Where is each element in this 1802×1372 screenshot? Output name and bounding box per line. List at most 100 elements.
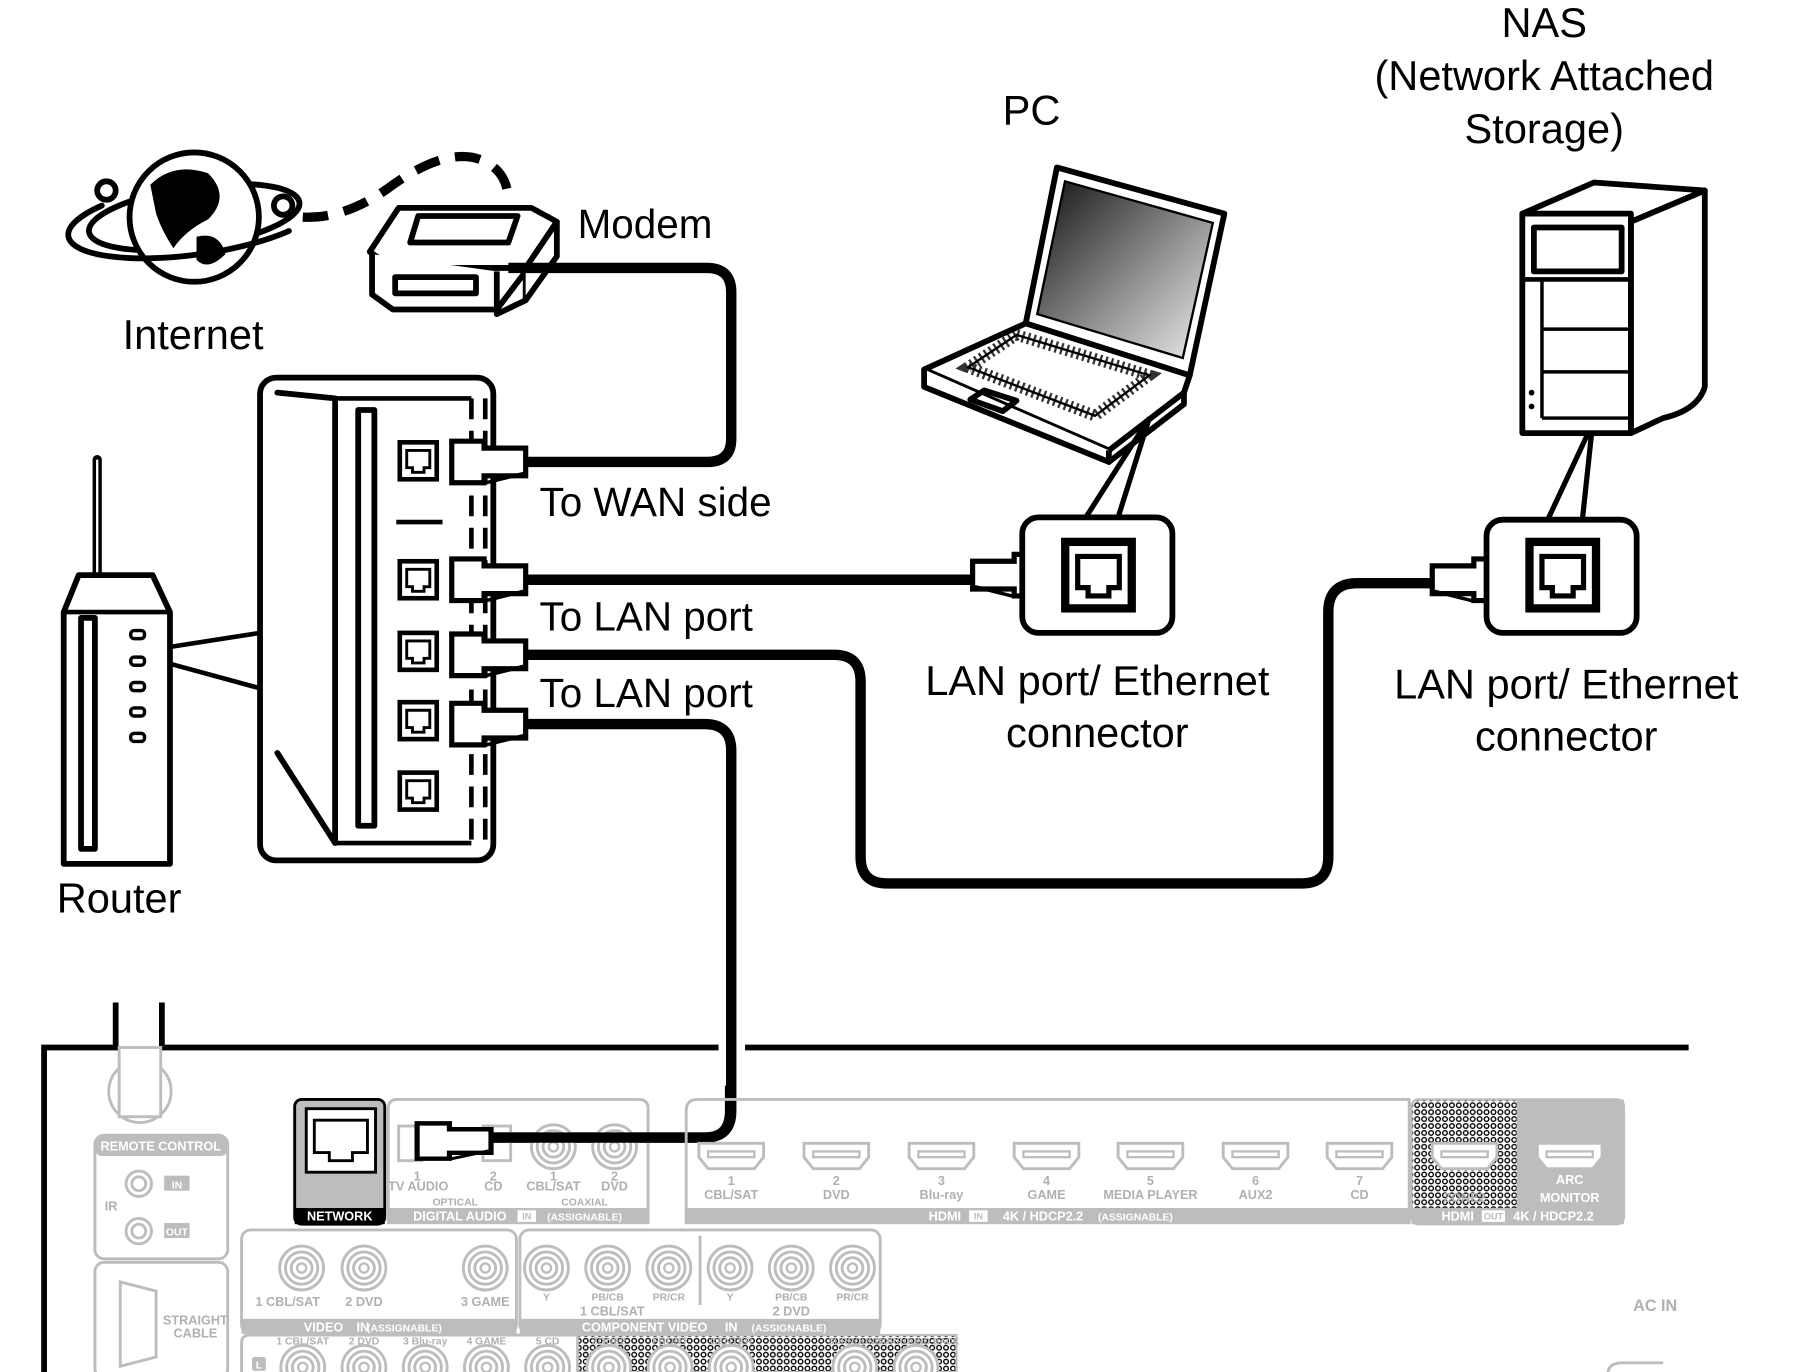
svg-text:MEDIA PLAYER: MEDIA PLAYER xyxy=(1103,1188,1197,1202)
ac-inlet xyxy=(1606,1361,1664,1372)
svg-text:IR: IR xyxy=(105,1199,118,1213)
wan-port-icon xyxy=(400,442,437,479)
svg-text:IN: IN xyxy=(522,1212,532,1222)
svg-text:L: L xyxy=(256,1361,263,1372)
hdmi-in-port: 7CD xyxy=(1325,1141,1394,1202)
svg-text:ZONE2: ZONE2 xyxy=(592,1336,627,1347)
svg-text:PB/CB: PB/CB xyxy=(592,1292,625,1303)
svg-text:3 Blu-ray: 3 Blu-ray xyxy=(403,1336,448,1347)
svg-text:1 CBL/SAT: 1 CBL/SAT xyxy=(276,1336,329,1347)
svg-text:(ASSIGNABLE): (ASSIGNABLE) xyxy=(547,1213,622,1224)
svg-text:COAXIAL: COAXIAL xyxy=(561,1198,608,1209)
svg-text:DVD: DVD xyxy=(601,1180,628,1194)
svg-text:1: 1 xyxy=(414,1169,421,1183)
svg-text:2: 2 xyxy=(833,1174,840,1188)
nas-tower-icon xyxy=(1519,179,1708,436)
svg-text:PR/CR: PR/CR xyxy=(653,1292,686,1303)
svg-text:OUT: OUT xyxy=(1484,1212,1504,1222)
svg-text:SURROUND: SURROUND xyxy=(828,1336,882,1346)
modem-label: Modem xyxy=(578,201,713,247)
ethernet-plug-icon xyxy=(452,559,526,601)
svg-text:OPTICAL: OPTICAL xyxy=(432,1198,478,1209)
svg-text:1: 1 xyxy=(728,1174,735,1188)
svg-text:IN: IN xyxy=(356,1321,369,1335)
digital-audio-panel: DIGITAL AUDIO IN (ASSIGNABLE) 1 TV AUDIO… xyxy=(386,1098,650,1225)
svg-text:CBL/SAT: CBL/SAT xyxy=(704,1188,758,1202)
svg-text:(ASSIGNABLE): (ASSIGNABLE) xyxy=(752,1324,827,1335)
svg-text:IN: IN xyxy=(974,1212,984,1222)
laptop-icon xyxy=(921,164,1228,465)
svg-text:CD: CD xyxy=(484,1180,502,1194)
internet-label: Internet xyxy=(123,311,264,358)
svg-text:Y: Y xyxy=(727,1292,734,1303)
svg-text:PB/CB: PB/CB xyxy=(775,1292,808,1303)
svg-text:COMPONENT VIDEO: COMPONENT VIDEO xyxy=(582,1321,708,1335)
hdmi-out-panel: ZONE2 ARC MONITOR HDMI OUT 4K / HDCP2.2 xyxy=(1410,1098,1626,1226)
router-port-panel xyxy=(257,374,497,864)
svg-text:PR/CR: PR/CR xyxy=(836,1292,869,1303)
nas-callout xyxy=(1545,431,1595,521)
svg-text:CABLE: CABLE xyxy=(174,1326,218,1340)
svg-text:4 GAME: 4 GAME xyxy=(467,1336,507,1347)
svg-text:2 DVD: 2 DVD xyxy=(773,1304,810,1318)
svg-text:(ASSIGNABLE): (ASSIGNABLE) xyxy=(1098,1213,1173,1224)
svg-text:DVD: DVD xyxy=(823,1188,850,1202)
ac-in-label: AC IN xyxy=(1633,1297,1677,1315)
component-video-panel: COMPONENT VIDEO IN (ASSIGNABLE) Y PB/CB … xyxy=(518,1228,882,1336)
ethernet-plug-icon xyxy=(452,441,526,483)
to-wan-label: To WAN side xyxy=(540,479,772,525)
modem-wan-cable xyxy=(508,262,737,468)
to-lan-label-2: To LAN port xyxy=(540,670,753,716)
ir-out-jack xyxy=(124,1216,153,1246)
pc-lan-port-icon xyxy=(1065,542,1132,609)
lan-port-icon xyxy=(400,702,437,739)
svg-text:OUT: OUT xyxy=(166,1228,189,1239)
nas-port-label-line2: connector xyxy=(1475,713,1658,760)
rs232-port-icon xyxy=(118,1280,158,1369)
svg-text:5 CD: 5 CD xyxy=(536,1336,560,1347)
ethernet-plug-icon xyxy=(452,703,526,745)
svg-text:2 DVD: 2 DVD xyxy=(349,1336,380,1347)
lan-port-icon xyxy=(400,561,437,598)
video-in-panel: VIDEO IN (ASSIGNABLE) 1 CBL/SAT 2 DVD 3 … xyxy=(240,1228,518,1336)
av-receiver-rear-panel: REMOTE CONTROL IR IN OUT STRAIGHT CABLE … xyxy=(41,1002,1689,1372)
svg-text:4: 4 xyxy=(1043,1174,1050,1188)
svg-text:CENTER: CENTER xyxy=(710,1336,753,1347)
router-icon xyxy=(60,455,173,867)
svg-text:IN: IN xyxy=(172,1180,182,1191)
nas-label-line1: NAS xyxy=(1502,0,1587,46)
svg-text:7: 7 xyxy=(1356,1174,1363,1188)
to-lan-label-1: To LAN port xyxy=(540,594,753,640)
svg-text:ZONE2: ZONE2 xyxy=(1443,1191,1485,1205)
pc-port-label-line2: connector xyxy=(1006,709,1189,756)
svg-text:4K / HDCP2.2: 4K / HDCP2.2 xyxy=(1003,1210,1083,1224)
pc-callout xyxy=(1083,416,1152,519)
nas-port-label-line1: LAN port/ Ethernet xyxy=(1394,661,1739,708)
lan-port-icon xyxy=(400,773,437,810)
pc-label: PC xyxy=(1003,87,1061,134)
ethernet-plug-icon xyxy=(452,634,526,676)
receiver-lan-cable xyxy=(491,718,737,1143)
nas-lan-cable xyxy=(525,578,1435,889)
svg-text:CD: CD xyxy=(1350,1188,1368,1202)
svg-text:1 CBL/SAT: 1 CBL/SAT xyxy=(255,1295,320,1309)
ethernet-plug-icon xyxy=(417,1123,491,1158)
lan-port-icon xyxy=(400,633,437,670)
svg-text:FRONT: FRONT xyxy=(652,1336,688,1347)
svg-text:DIGITAL AUDIO: DIGITAL AUDIO xyxy=(413,1210,507,1224)
nas-label-line2: (Network Attached xyxy=(1374,52,1714,99)
svg-text:2 DVD: 2 DVD xyxy=(345,1295,382,1309)
svg-text:IN: IN xyxy=(725,1321,738,1335)
svg-text:(ASSIGNABLE): (ASSIGNABLE) xyxy=(367,1324,442,1335)
hdmi-in-panel: HDMI IN 4K / HDCP2.2 (ASSIGNABLE) xyxy=(684,1098,1411,1225)
network-port[interactable]: NETWORK xyxy=(293,1098,387,1226)
svg-text:NETWORK: NETWORK xyxy=(307,1210,373,1224)
svg-text:HDMI: HDMI xyxy=(1441,1210,1473,1224)
svg-text:Y: Y xyxy=(543,1292,550,1303)
svg-text:REMOTE CONTROL: REMOTE CONTROL xyxy=(100,1139,221,1153)
